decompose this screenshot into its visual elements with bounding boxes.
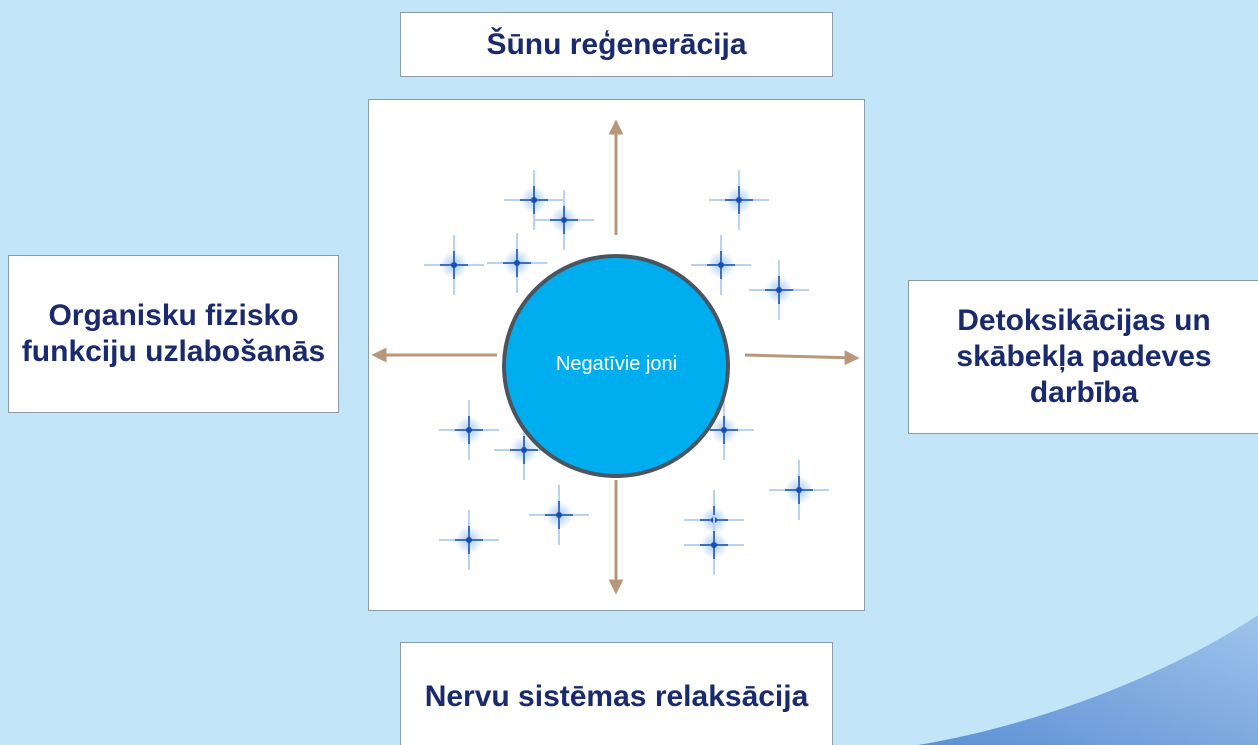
corner-swoosh-decoration [918, 615, 1258, 745]
effect-box-detoxification: Detoksikācijas un skābekļa padeves darbī… [908, 280, 1258, 434]
effect-label-right: Detoksikācijas un skābekļa padeves darbī… [956, 304, 1212, 409]
sparkle-11 [768, 459, 830, 521]
sparkle-8 [438, 399, 500, 461]
effect-box-cell-regeneration: Šūnu reģenerācija [400, 12, 833, 77]
effect-box-organic-functions: Organisku fizisko funkciju uzlabošanās [8, 255, 339, 413]
sparkle-15 [683, 514, 745, 576]
sparkle-6 [690, 234, 752, 296]
effect-arrows [371, 119, 860, 595]
negative-ions-illustration [371, 119, 860, 595]
negative-ions-panel: Negatīvie joni [368, 99, 865, 611]
effect-box-nervous-relaxation: Nervu sistēmas relaksācija [400, 642, 833, 745]
sparkle-13 [438, 509, 500, 571]
sparkle-5 [708, 169, 770, 231]
sparkle-3 [423, 234, 485, 296]
effect-label-left: Organisku fizisko funkciju uzlabošanās [21, 299, 326, 368]
negative-ions-circle [502, 254, 730, 478]
arrow-right [744, 350, 860, 366]
negative-ions-label: Negatīvie joni [555, 353, 678, 375]
effect-label-top: Šūnu reģenerācija [486, 27, 747, 61]
sparkle-4 [486, 232, 548, 294]
sparkle-7 [748, 259, 810, 321]
effect-label-bottom: Nervu sistēmas relaksācija [424, 680, 809, 713]
sparkle-12 [528, 484, 590, 546]
